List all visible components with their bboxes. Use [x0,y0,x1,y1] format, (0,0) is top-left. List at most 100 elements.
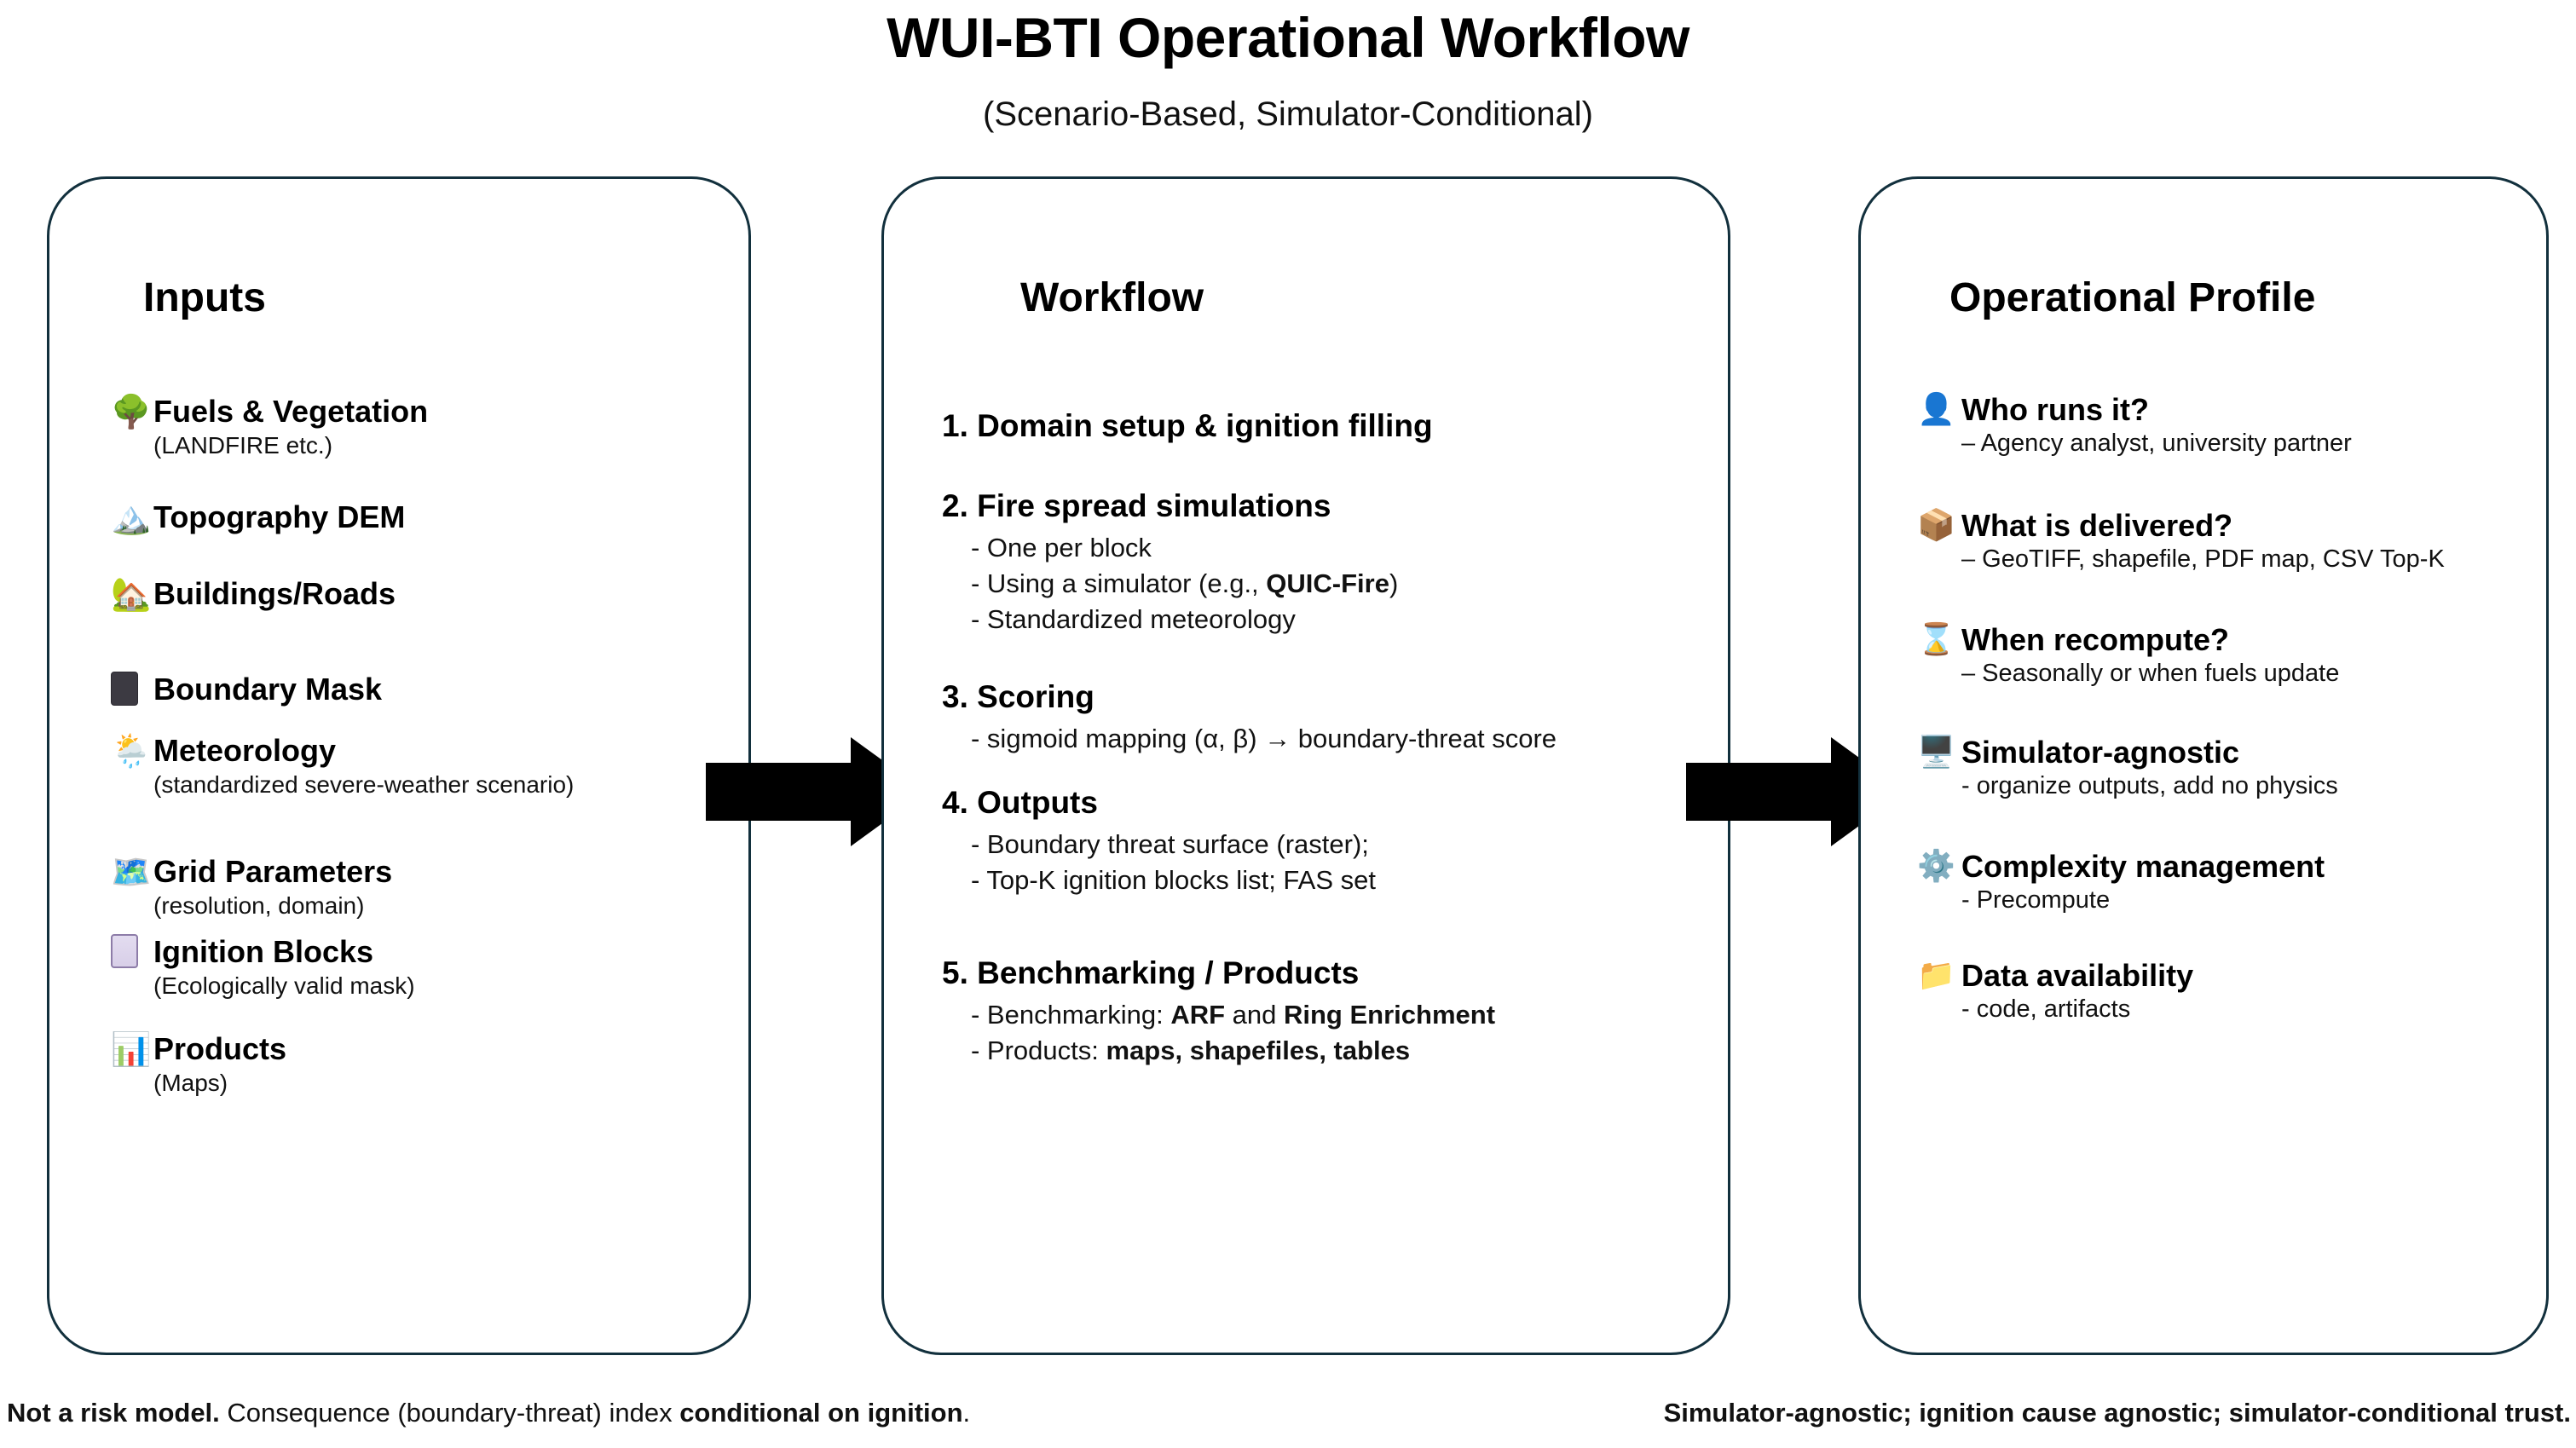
bar-chart-icon: 📊 [111,1030,152,1068]
footer-left-bold: Not a risk model. [7,1398,220,1428]
input-item: 📊Products(Maps) [111,1031,742,1098]
profile-item-text: When recompute? – Seasonally or when fuel… [1961,622,2548,689]
footer-left-mid: Consequence (boundary-threat) index [219,1398,680,1428]
footer-left-bold2: conditional on ignition [679,1398,963,1428]
profile-item-sublabel: – Agency analyst, university partner [1961,430,2352,457]
panel-workflow: Workflow 1. Domain setup & ignition fill… [881,176,1730,1355]
workflow-step: 3. Scoring - sigmoid mapping (α, β) → bou… [942,678,1709,757]
workflow-step-heading: 3. Scoring [942,679,1095,714]
input-item-label: Boundary Mask [153,672,383,707]
input-item-label: Meteorology [153,733,337,768]
workflow-step-heading: 4. Outputs [942,785,1098,820]
profile-item: 🖥️Simulator-agnostic- organize outputs, … [1917,735,2548,801]
profile-item-text: Data availability- code, artifacts [1961,958,2548,1024]
input-item-sublabel: (LANDFIRE etc.) [153,432,333,459]
input-item: Boundary Mask [111,672,742,707]
tree-icon: 🌳 [111,393,152,430]
workflow-bullet: - One per block [971,533,1152,562]
panel-profile-title: Operational Profile [1949,275,2316,320]
profile-item-label: When recompute? [1961,622,2230,657]
workflow-step: 2. Fire spread simulations - One per bloc… [942,487,1709,637]
profile-item-sublabel: - organize outputs, add no physics [1961,772,2338,799]
profile-item: 📦What is delivered?– GeoTIFF, shapefile,… [1917,508,2548,574]
panel-inputs: Inputs 🌳Fuels & Vegetation(LANDFIRE etc.… [47,176,751,1355]
profile-item-text: Who runs it? – Agency analyst, university… [1961,392,2548,459]
input-item-sublabel: (resolution, domain) [153,892,365,919]
page-title: WUI-BTI Operational Workflow [887,6,1689,69]
profile-item-label: Who runs it? [1961,392,2149,427]
profile-item-sublabel: - code, artifacts [1961,995,2131,1023]
profile-item: ⚙️Complexity management- Precompute [1917,849,2548,915]
profile-items-list: 👤Who runs it? – Agency analyst, universit… [1917,392,2548,1024]
profile-item-text: Simulator-agnostic- organize outputs, ad… [1961,735,2548,801]
mountain-icon: 🏔️ [111,499,152,536]
rain-cloud-icon: 🌦️ [111,732,152,770]
profile-item-sublabel: – GeoTIFF, shapefile, PDF map, CSV Top-K [1961,545,2445,573]
workflow-step-heading: 5. Benchmarking / Products [942,955,1360,990]
input-item-sublabel: (standardized severe-weather scenario) [153,771,575,798]
workflow-bullet: - Products: maps, shapefiles, tables [971,1036,1411,1065]
profile-item-label: What is delivered? [1961,508,2233,543]
profile-item: 👤Who runs it? – Agency analyst, universit… [1917,392,2548,459]
input-item: 🌳Fuels & Vegetation (LANDFIRE etc.) [111,394,742,460]
workflow-step-heading: 1. Domain setup & ignition filling [942,408,1433,443]
house-icon: 🏡 [111,575,152,613]
dark-square-icon [111,672,153,707]
input-item-text: Boundary Mask [153,672,742,707]
input-item-label: Grid Parameters [153,854,393,889]
workflow-step-heading: 2. Fire spread simulations [942,488,1331,523]
workflow-bullet: - Using a simulator (e.g., QUIC-Fire) [971,568,1399,598]
workflow-steps-list: 1. Domain setup & ignition filling 2. Fir… [942,407,1709,1069]
workflow-bullet: - Top-K ignition blocks list; FAS set [971,865,1376,895]
input-item-text: Buildings/Roads [153,576,742,612]
desktop-computer-icon: 🖥️ [1917,735,1955,770]
input-item-label: Fuels & Vegetation [153,394,429,429]
input-item: 🏔️Topography DEM [111,499,742,535]
profile-item-text: What is delivered?– GeoTIFF, shapefile, … [1961,508,2548,574]
inputs-list: 🌳Fuels & Vegetation (LANDFIRE etc.) 🏔️Topo… [111,394,742,1098]
profile-item: ⌛When recompute? – Seasonally or when fue… [1917,622,2548,689]
input-item-label: Topography DEM [153,499,406,534]
arrow-shaft [706,763,855,821]
input-item: 🗺️Grid Parameters (resolution, domain) [111,854,742,920]
package-icon: 📦 [1917,508,1955,543]
map-icon: 🗺️ [111,853,152,891]
workflow-step: 4. Outputs - Boundary threat surface (ras… [942,784,1709,898]
arrow-shaft [1686,763,1835,821]
input-item: Ignition Blocks (Ecologically valid mask) [111,934,742,1001]
profile-item-text: Complexity management- Precompute [1961,849,2548,915]
workflow-bullet: - Boundary threat surface (raster); [971,829,1369,859]
hourglass-icon: ⌛ [1917,622,1955,657]
workflow-bullet: - Benchmarking: ARF and Ring Enrichment [971,1000,1496,1030]
input-item-label: Ignition Blocks [153,934,374,969]
workflow-bullet: - sigmoid mapping (α, β) → boundary-thre… [971,724,1557,753]
gear-icon: ⚙️ [1917,849,1955,884]
profile-item-label: Simulator-agnostic [1961,735,2240,770]
input-item-text: Ignition Blocks (Ecologically valid mask) [153,934,742,1001]
profile-item-label: Data availability [1961,958,2194,993]
workflow-step-bullets: - Boundary threat surface (raster); - Top… [971,827,1709,898]
panel-operational-profile: Operational Profile 👤Who runs it? – Agenc… [1858,176,2549,1355]
footer-left-end: . [962,1398,971,1428]
input-item-label: Products [153,1031,287,1066]
workflow-step-bullets: - sigmoid mapping (α, β) → boundary-thre… [971,721,1709,757]
profile-item-sublabel: – Seasonally or when fuels update [1961,660,2340,687]
input-item-text: Grid Parameters (resolution, domain) [153,854,742,920]
input-item: 🏡Buildings/Roads [111,576,742,612]
input-item-text: Meteorology (standardized severe-weather … [153,733,742,799]
workflow-step-bullets: - Benchmarking: ARF and Ring Enrichment -… [971,997,1709,1069]
workflow-bullet: - Standardized meteorology [971,604,1296,634]
workflow-step-bullets: - One per block - Using a simulator (e.g.… [971,530,1709,637]
lilac-square-icon [111,934,153,970]
panel-workflow-title: Workflow [1020,275,1204,320]
bust-silhouette-icon: 👤 [1917,392,1955,427]
workflow-step: 5. Benchmarking / Products - Benchmarking… [942,955,1709,1069]
page-subtitle: (Scenario-Based, Simulator-Conditional) [983,95,1593,133]
profile-item-sublabel: - Precompute [1961,886,2111,914]
input-item-sublabel: (Ecologically valid mask) [153,972,415,999]
footer-note-right: Simulator-agnostic; ignition cause agnos… [1663,1398,2571,1428]
input-item: 🌦️Meteorology (standardized severe-weathe… [111,733,742,799]
folder-icon: 📁 [1917,958,1955,993]
input-item-text: Fuels & Vegetation (LANDFIRE etc.) [153,394,742,460]
